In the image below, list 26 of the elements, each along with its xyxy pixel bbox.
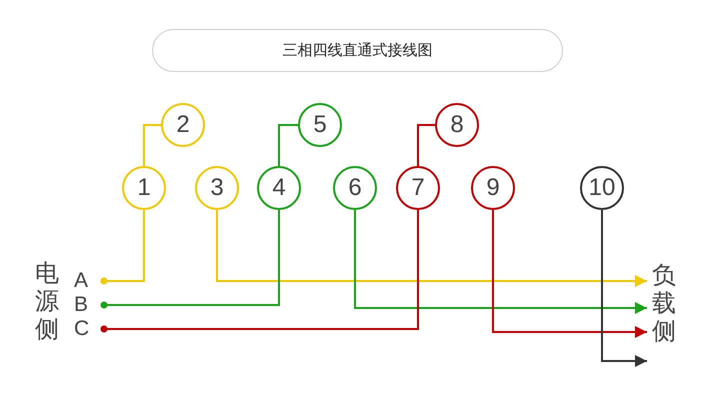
terminal-circle: 8 [435,103,479,147]
phase-label: C [74,318,98,340]
wire [100,210,419,332]
wire [143,124,161,166]
terminal-circle: 7 [396,166,440,210]
terminal-circle: 3 [195,166,239,210]
wire [417,124,435,166]
load-side-label: 负载侧 [650,262,678,366]
wire-arrow [216,210,647,287]
wire-arrow [601,210,647,367]
wire-arrow [354,210,647,314]
wire [278,124,298,166]
terminal-circle: 9 [471,166,515,210]
title-banner: 三相四线直通式接线图 [152,29,563,72]
wire-arrow [492,210,647,338]
terminal-circle: 5 [298,103,342,147]
terminal-circle: 2 [161,103,205,147]
terminal-circle: 1 [122,166,166,210]
wire [100,210,145,284]
terminal-circle: 4 [257,166,301,210]
phase-label: A [74,270,98,292]
phase-label: B [74,294,98,316]
side-label: 电源侧 [34,260,60,344]
terminal-circle: 10 [580,166,624,210]
terminal-circle: 6 [333,166,377,210]
wire [100,210,280,308]
